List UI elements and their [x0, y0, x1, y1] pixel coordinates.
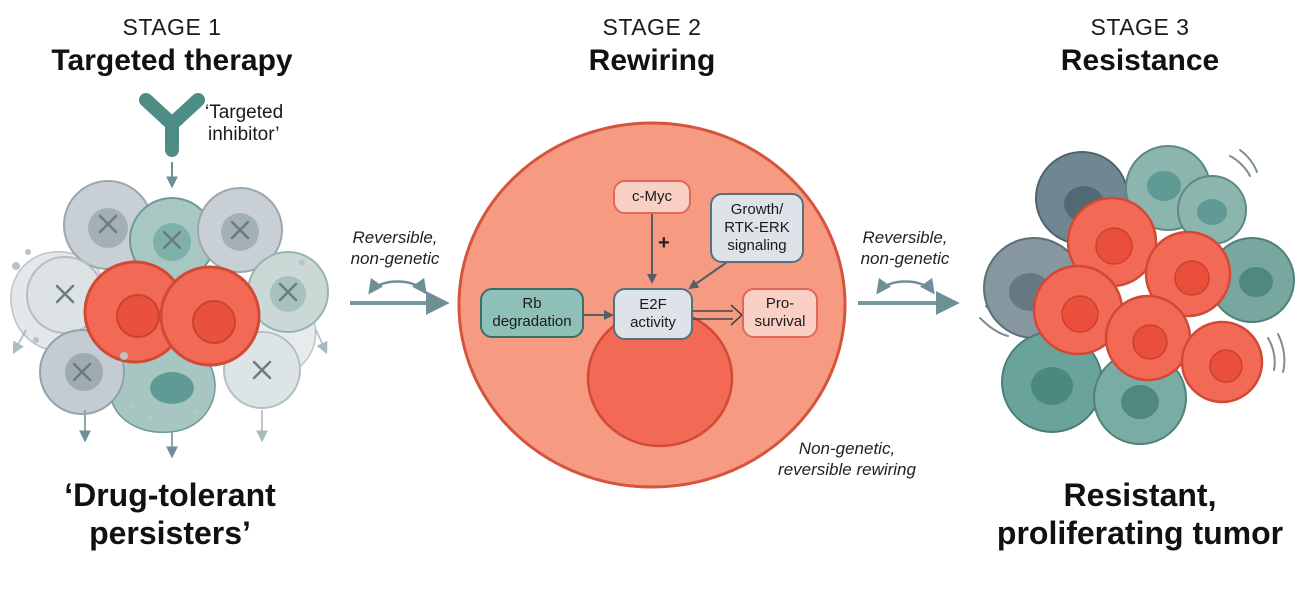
rb-degradation-box: Rb degradation	[480, 288, 584, 338]
stage-1-label: STAGE 1	[122, 14, 222, 40]
stage-3-label: STAGE 3	[1090, 14, 1190, 40]
pro-survival-line-1: Pro-	[765, 295, 795, 312]
stage-3-caption-line-2: proliferating tumor	[996, 515, 1284, 551]
stage-1-title: Targeted therapy	[51, 44, 293, 77]
e2f-line-1: E2F	[639, 296, 667, 313]
curved-double-arrow-icon	[876, 277, 935, 295]
drug-tolerant-cluster	[10, 180, 329, 433]
resistant-tumor	[979, 145, 1295, 445]
transition-2-line-1: Reversible,	[862, 228, 948, 247]
inhibitor-label-line-1: ‘Targeted	[205, 102, 284, 123]
e2f-activity-box: E2F activity	[613, 288, 693, 340]
pro-survival-line-2: survival	[754, 313, 806, 330]
transition-1-line-2: non-genetic	[350, 249, 440, 268]
cross-mark-icon	[55, 214, 298, 382]
cmyc-box: c-Myc	[613, 180, 691, 214]
growth-to-e2f-arrow	[688, 259, 731, 290]
pro-survival-box: Pro- survival	[742, 288, 818, 338]
stage-1-caption-line-1: ‘Drug-tolerant	[64, 477, 276, 513]
inhibitor-label: ‘Targeted inhibitor’	[205, 102, 283, 146]
inhibitor-label-line-2: inhibitor’	[208, 124, 280, 145]
plus-sign: +	[658, 232, 670, 254]
growth-signaling-box: Growth/ RTK-ERK signaling	[710, 193, 804, 263]
stage-2-title: Rewiring	[588, 44, 716, 77]
cell-loss-arrows	[12, 329, 328, 459]
transition-1-label: Reversible, non-genetic	[330, 227, 460, 269]
transition-2-line-2: non-genetic	[860, 249, 950, 268]
cmyc-label: c-Myc	[632, 188, 672, 205]
stage-1-caption-line-2: persisters’	[89, 515, 251, 551]
antibody-icon	[139, 93, 205, 157]
rewiring-note: Non-genetic, reversible rewiring	[762, 438, 932, 480]
growth-line-2: RTK-ERK	[724, 219, 790, 236]
growth-line-3: signaling	[727, 237, 787, 254]
stage-1-caption: ‘Drug-tolerant persisters’	[20, 476, 320, 552]
transition-1-line-1: Reversible,	[352, 228, 438, 247]
e2f-line-2: activity	[630, 314, 676, 331]
curved-double-arrow-icon	[368, 277, 427, 295]
rewiring-note-line-2: reversible rewiring	[778, 460, 916, 479]
stage-3-title: Resistance	[1060, 44, 1220, 77]
rb-line-2: degradation	[492, 313, 572, 330]
transition-2-label: Reversible, non-genetic	[840, 227, 970, 269]
rewiring-note-line-1: Non-genetic,	[798, 439, 896, 458]
rb-line-1: Rb	[522, 295, 542, 312]
stage-3-caption: Resistant, proliferating tumor	[990, 476, 1290, 552]
stage-2-label: STAGE 2	[602, 14, 702, 40]
growth-line-1: Growth/	[730, 201, 784, 218]
stage-3-caption-line-1: Resistant,	[1063, 477, 1217, 513]
